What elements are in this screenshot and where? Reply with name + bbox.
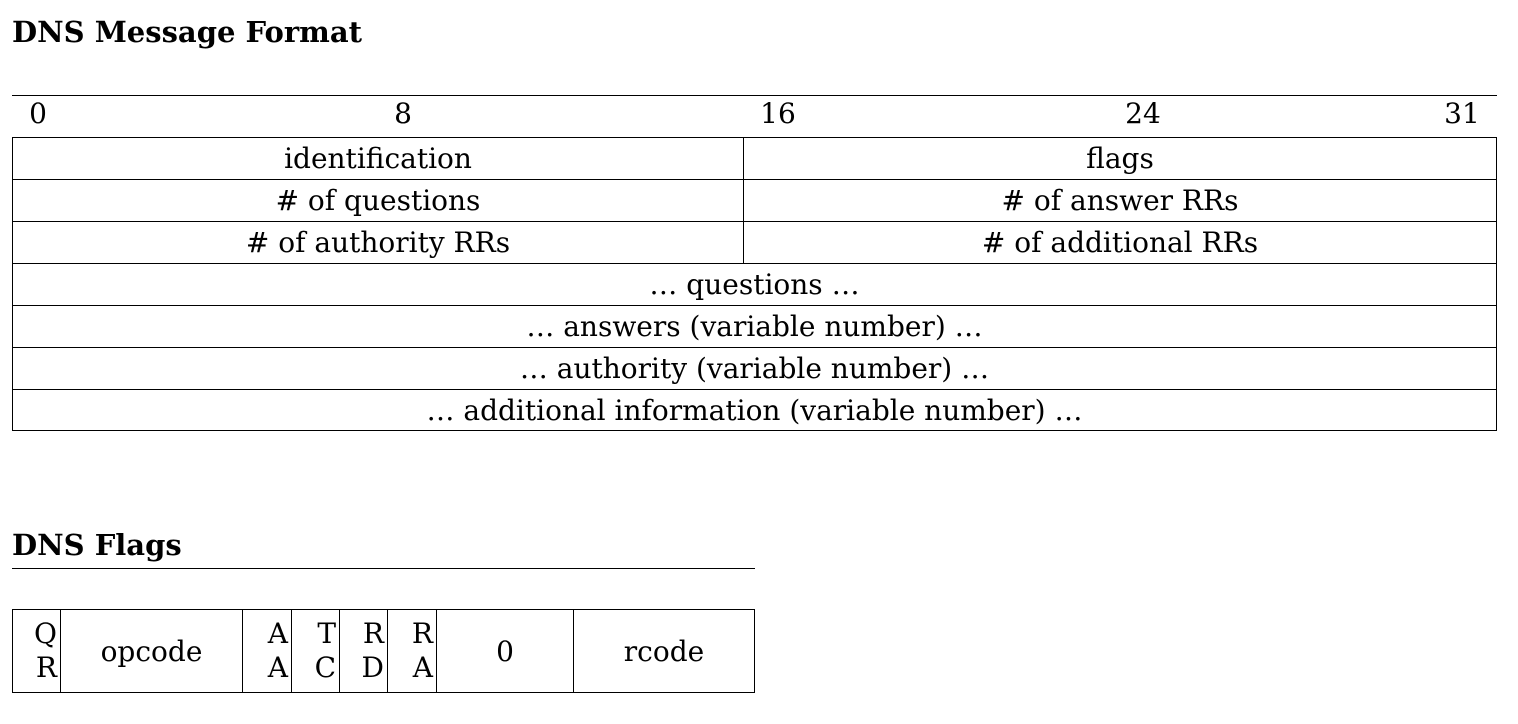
section-answers: … answers (variable number) … [12,305,1497,348]
flag-qr: Q R [12,609,61,693]
flag-tc-top: T [317,617,336,650]
flag-opcode: opcode [60,609,243,693]
field-flags: flags [743,137,1497,180]
flag-aa-top: A [267,617,288,650]
bit-label-8: 8 [394,97,412,130]
format-top-rule [12,95,1497,96]
flag-ra: R A [387,609,437,693]
flag-ra-top: R [411,617,433,650]
flag-ra-bottom: A [412,651,433,684]
section-additional-info: … additional information (variable numbe… [12,389,1497,431]
bit-label-31: 31 [1444,97,1480,130]
field-identification: identification [12,137,744,180]
bit-label-24: 24 [1125,97,1161,130]
field-num-questions: # of questions [12,179,744,222]
flag-tc: T C [291,609,340,693]
flags-top-rule [12,568,755,569]
field-num-authority-rrs: # of authority RRs [12,221,744,264]
flag-aa-bottom: A [267,651,288,684]
section-questions: … questions … [12,263,1497,306]
flag-tc-bottom: C [314,651,336,684]
format-title: DNS Message Format [12,15,363,49]
flag-rd-top: R [362,617,384,650]
flag-rd-bottom: D [361,651,384,684]
bit-label-0: 0 [29,97,47,130]
flag-aa: A A [242,609,292,693]
flag-rd: R D [339,609,388,693]
flag-zero: 0 [436,609,574,693]
flag-qr-top: Q [34,617,57,650]
field-num-additional-rrs: # of additional RRs [743,221,1497,264]
field-num-answer-rrs: # of answer RRs [743,179,1497,222]
flags-title: DNS Flags [12,528,182,562]
section-authority: … authority (variable number) … [12,347,1497,390]
flag-rcode: rcode [573,609,755,693]
flag-qr-bottom: R [35,651,57,684]
bit-label-16: 16 [760,97,796,130]
